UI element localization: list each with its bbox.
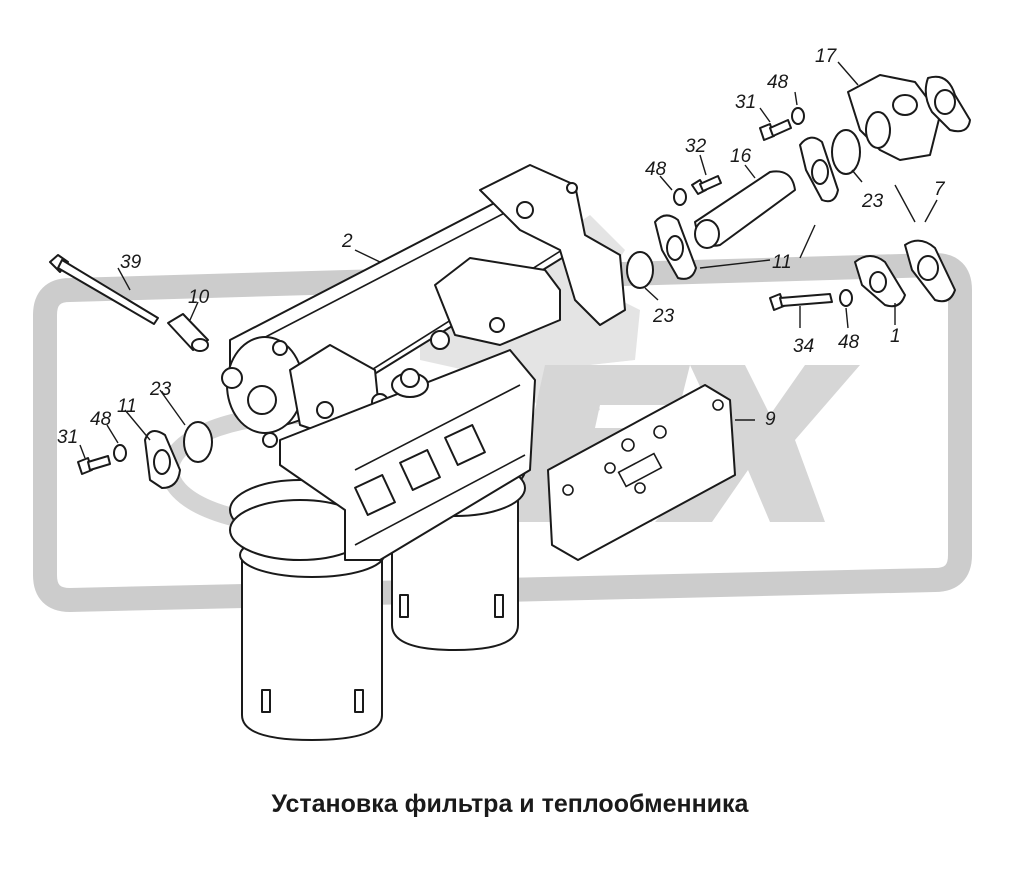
callout-39: 39 xyxy=(120,252,142,273)
part-39-long-bolt xyxy=(49,254,159,325)
callout-17: 17 xyxy=(815,46,838,67)
part-16-tube xyxy=(694,170,796,249)
watermark-frame xyxy=(33,252,972,613)
callout-23: 23 xyxy=(149,379,172,400)
callout-9: 9 xyxy=(765,409,776,430)
callout-23: 23 xyxy=(861,191,884,212)
callout-11: 11 xyxy=(772,252,792,273)
part-11-flange-left xyxy=(144,430,181,489)
callout-11: 11 xyxy=(117,396,137,417)
callout-7: 7 xyxy=(934,179,946,200)
diagram-caption: Установка фильтра и теплообменника xyxy=(271,790,749,818)
part-11-flange-mid xyxy=(654,214,697,280)
callout-23: 23 xyxy=(652,306,675,327)
part-11-flange-upper xyxy=(799,136,839,203)
callout-1: 1 xyxy=(890,326,901,347)
callout-labels: 17 48 31 32 16 48 23 7 2 39 10 11 23 34 … xyxy=(57,46,946,448)
callout-31: 31 xyxy=(735,92,756,113)
part-48-washer-left xyxy=(113,444,127,462)
part-48-washer-right xyxy=(839,289,853,307)
callout-10: 10 xyxy=(188,287,210,308)
part-17-manifold xyxy=(847,74,941,161)
callout-16: 16 xyxy=(730,146,752,167)
filter-canister-right xyxy=(391,499,519,651)
heat-exchanger-outlet-bracket xyxy=(479,164,626,326)
part-23-oring-left xyxy=(183,421,213,463)
part-31-bolt-upper xyxy=(759,119,792,141)
callout-48: 48 xyxy=(767,72,789,93)
part-23-oring-mid xyxy=(626,251,654,289)
callout-48: 48 xyxy=(645,159,667,180)
part-7-gasket-lower xyxy=(904,239,956,303)
callout-31: 31 xyxy=(57,427,78,448)
callout-32: 32 xyxy=(685,136,707,157)
part-7-gasket-upper xyxy=(924,75,971,133)
callout-34: 34 xyxy=(793,336,814,357)
callout-48: 48 xyxy=(838,332,860,353)
part-23-oring-upper xyxy=(831,129,861,175)
callout-48: 48 xyxy=(90,409,112,430)
heat-exchanger-top-duct xyxy=(430,257,561,350)
part-48-washer-upper xyxy=(791,107,805,125)
callout-2: 2 xyxy=(341,231,353,252)
part-32-bolt xyxy=(691,175,722,195)
part-31-bolt-left xyxy=(77,455,111,475)
part-9-gasket-plate xyxy=(547,384,736,561)
leader-lines xyxy=(79,61,938,459)
part-10-sleeve xyxy=(167,313,209,352)
filter-canister-left xyxy=(239,532,385,741)
part-48-washer-mid xyxy=(673,188,687,206)
filter-housing xyxy=(279,349,536,561)
part-34-bolt xyxy=(769,293,833,311)
part-1-flange xyxy=(854,255,906,308)
